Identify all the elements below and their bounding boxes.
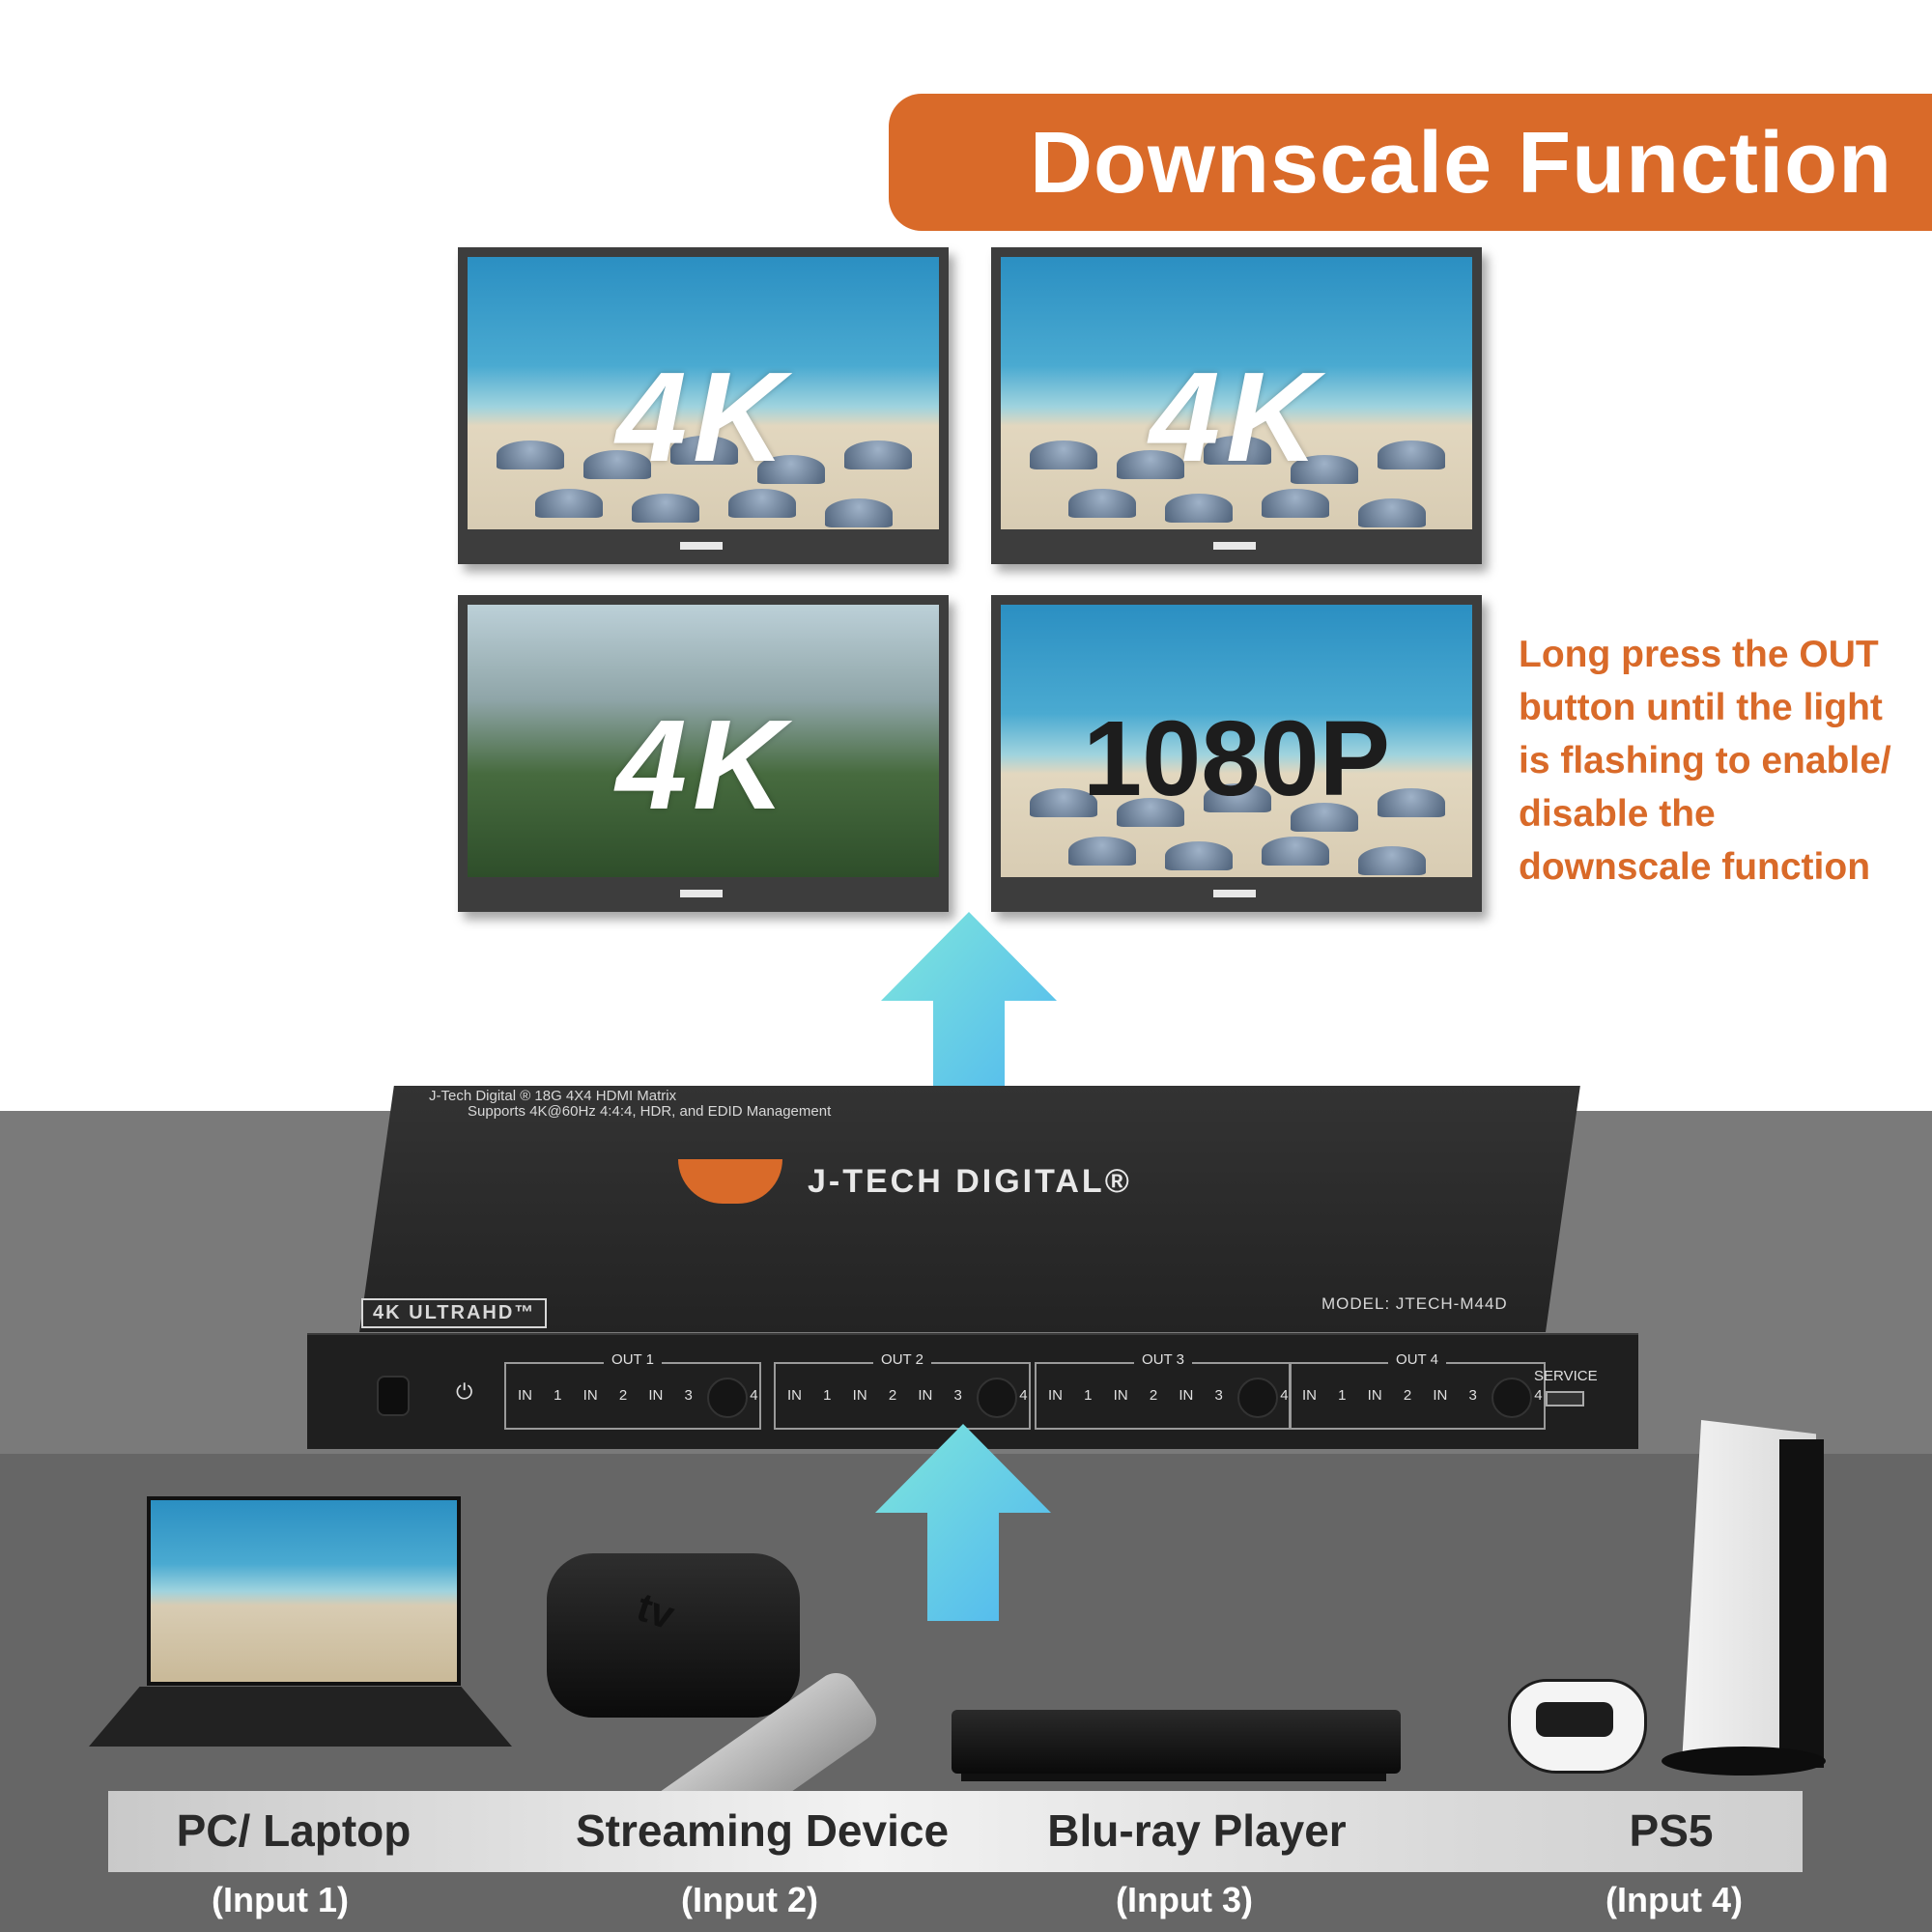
bluray-player-base bbox=[961, 1774, 1386, 1781]
source-input-4: (Input 4) bbox=[1605, 1880, 1743, 1919]
up-arrow-icon bbox=[875, 1424, 1051, 1621]
resolution-label: 4K bbox=[1149, 346, 1324, 488]
out-label: OUT 1 bbox=[604, 1351, 662, 1368]
title-banner bbox=[889, 94, 1932, 231]
monitor-bottom-right: 1080P bbox=[991, 595, 1482, 912]
source-name-4: PS5 bbox=[1629, 1805, 1714, 1856]
input-leds: IN 1 IN 2 IN 3 IN 4 bbox=[787, 1387, 1028, 1404]
resolution-label: 4K bbox=[615, 346, 791, 488]
out-button[interactable] bbox=[977, 1378, 1017, 1418]
input-leds: IN 1 IN 2 IN 3 IN 4 bbox=[518, 1387, 758, 1404]
streaming-box-image bbox=[547, 1553, 800, 1718]
monitor-top-right: 4K bbox=[991, 247, 1482, 564]
source-name-3: Blu-ray Player bbox=[1047, 1805, 1347, 1856]
monitor-stand bbox=[680, 890, 723, 897]
out-button[interactable] bbox=[1492, 1378, 1532, 1418]
source-labels-bar bbox=[108, 1791, 1803, 1872]
monitor-stand bbox=[1213, 890, 1256, 897]
out-label: OUT 2 bbox=[873, 1351, 931, 1368]
bluray-player-image bbox=[952, 1710, 1401, 1774]
source-name-2: Streaming Device bbox=[575, 1805, 950, 1856]
source-input-2: (Input 2) bbox=[681, 1880, 818, 1919]
monitor-stand bbox=[680, 542, 723, 550]
device-spec-line2: Supports 4K@60Hz 4:4:4, HDR, and EDID Ma… bbox=[468, 1103, 832, 1120]
up-arrow-icon bbox=[881, 912, 1057, 1115]
resolution-label: 1080P bbox=[1082, 699, 1391, 818]
out-group-4: OUT 4 IN 1 IN 2 IN 3 IN 4 bbox=[1289, 1351, 1546, 1430]
out-group-3: OUT 3 IN 1 IN 2 IN 3 IN 4 bbox=[1035, 1351, 1292, 1430]
monitor-screen: 4K bbox=[468, 605, 939, 877]
input-leds: IN 1 IN 2 IN 3 IN 4 bbox=[1302, 1387, 1543, 1404]
ps5-core bbox=[1779, 1439, 1824, 1768]
ir-sensor-window bbox=[377, 1376, 410, 1416]
instruction-note: Long press the OUT button until the ligh… bbox=[1519, 634, 1891, 888]
banner-title: Downscale Function bbox=[1030, 115, 1893, 212]
monitor-bottom-left: 4K bbox=[458, 595, 949, 912]
service-label: SERVICE bbox=[1534, 1368, 1598, 1384]
laptop-keyboard bbox=[89, 1687, 512, 1747]
laptop-image bbox=[147, 1496, 461, 1686]
monitor-screen: 1080P bbox=[1001, 605, 1472, 877]
brand-name: J-TECH DIGITAL® bbox=[808, 1163, 1132, 1200]
ps5-stand bbox=[1662, 1747, 1826, 1776]
out-label: OUT 3 bbox=[1134, 1351, 1192, 1368]
source-input-1: (Input 1) bbox=[212, 1880, 349, 1919]
out-group-1: OUT 1 IN 1 IN 2 IN 3 IN 4 bbox=[504, 1351, 761, 1430]
out-button[interactable] bbox=[1237, 1378, 1278, 1418]
controller-center bbox=[1536, 1702, 1613, 1737]
out-group-2: OUT 2 IN 1 IN 2 IN 3 IN 4 bbox=[774, 1351, 1031, 1430]
ultrahd-badge: 4K ULTRAHD™ bbox=[361, 1298, 548, 1328]
device-spec-line1: J-Tech Digital ® 18G 4X4 HDMI Matrix bbox=[429, 1088, 677, 1104]
model-label: MODEL: JTECH-M44D bbox=[1321, 1294, 1508, 1313]
out-button[interactable] bbox=[707, 1378, 748, 1418]
source-input-3: (Input 3) bbox=[1116, 1880, 1253, 1919]
out-label: OUT 4 bbox=[1388, 1351, 1446, 1368]
input-leds: IN 1 IN 2 IN 3 IN 4 bbox=[1048, 1387, 1289, 1404]
service-port bbox=[1546, 1391, 1584, 1406]
monitor-top-left: 4K bbox=[458, 247, 949, 564]
monitor-stand bbox=[1213, 542, 1256, 550]
source-name-1: PC/ Laptop bbox=[176, 1805, 412, 1856]
power-icon[interactable]: ⏻ bbox=[456, 1379, 473, 1404]
monitor-screen: 4K bbox=[468, 257, 939, 529]
monitor-screen: 4K bbox=[1001, 257, 1472, 529]
resolution-label: 4K bbox=[615, 694, 791, 836]
